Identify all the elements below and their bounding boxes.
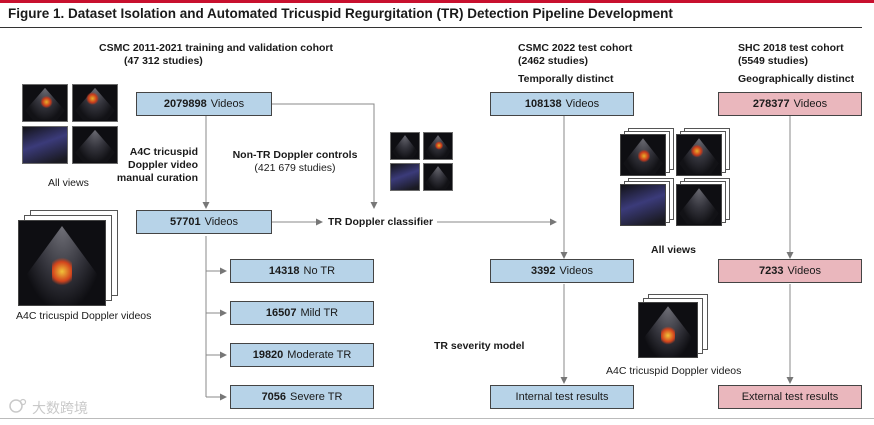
watermark-logo-icon: [8, 397, 28, 415]
test-a4c-label: A4C tricuspid Doppler videos: [606, 365, 742, 377]
external-cohort-note: Geographically distinct: [738, 73, 855, 85]
bottom-divider: [0, 418, 874, 419]
controls-label-1: Non-TR Doppler controls: [232, 149, 358, 161]
mild-tr-count: 16507: [265, 307, 297, 319]
internal-all-unit: Videos: [565, 98, 600, 110]
train-cohort-heading: CSMC 2011-2021 training and validation c…: [99, 42, 333, 54]
box-internal-tr-videos: 3392 Videos: [490, 259, 634, 283]
test-thumb-stack-3: [620, 178, 676, 226]
moderate-tr-label: Moderate TR: [287, 349, 352, 361]
all-train-videos-unit: Videos: [210, 98, 245, 110]
curation-label-2: Doppler video: [127, 159, 198, 171]
test-thumb-stack-1: [620, 128, 676, 176]
internal-all-count: 108138: [524, 98, 562, 110]
box-internal-results: Internal test results: [490, 385, 634, 409]
test-all-views-label: All views: [651, 244, 696, 256]
external-results-label: External test results: [741, 391, 839, 403]
top-accent-bar: [0, 0, 874, 3]
internal-tr-count: 3392: [531, 265, 556, 277]
mild-tr-label: Mild TR: [300, 307, 339, 319]
internal-tr-unit: Videos: [559, 265, 593, 277]
internal-cohort-note: Temporally distinct: [518, 73, 614, 85]
a4c-test-video-stack: [638, 294, 710, 360]
external-tr-count: 7233: [759, 265, 784, 277]
internal-cohort-heading: CSMC 2022 test cohort: [518, 42, 633, 54]
external-tr-unit: Videos: [787, 265, 821, 277]
echo-thumb-1: [22, 84, 68, 122]
classifier-thumb-2: [423, 132, 453, 160]
figure-title: Figure 1. Dataset Isolation and Automate…: [8, 6, 673, 21]
box-external-all-videos: 278377 Videos: [718, 92, 862, 116]
test-thumb-stack-2: [676, 128, 732, 176]
train-all-views-label: All views: [48, 177, 89, 189]
box-no-tr: 14318 No TR: [230, 259, 374, 283]
box-moderate-tr: 19820 Moderate TR: [230, 343, 374, 367]
box-external-tr-videos: 7233 Videos: [718, 259, 862, 283]
box-curated-videos: 57701 Videos: [136, 210, 272, 234]
box-external-results: External test results: [718, 385, 862, 409]
curation-label-1: A4C tricuspid: [129, 146, 198, 158]
severe-tr-label: Severe TR: [290, 391, 343, 403]
watermark-text: 大数跨境: [32, 400, 88, 416]
curated-videos-unit: Videos: [204, 216, 239, 228]
classifier-thumb-1: [390, 132, 420, 160]
echo-thumb-4: [72, 126, 118, 164]
internal-cohort-count: (2462 studies): [518, 55, 589, 67]
test-thumb-stack-4: [676, 178, 732, 226]
internal-results-label: Internal test results: [515, 391, 609, 403]
curation-label-3: manual curation: [116, 172, 198, 184]
external-all-unit: Videos: [793, 98, 828, 110]
box-all-train-videos: 2079898 Videos: [136, 92, 272, 116]
moderate-tr-count: 19820: [252, 349, 284, 361]
box-severe-tr: 7056 Severe TR: [230, 385, 374, 409]
train-cohort-count: (47 312 studies): [124, 55, 203, 67]
box-mild-tr: 16507 Mild TR: [230, 301, 374, 325]
controls-label-2: (421 679 studies): [254, 162, 336, 174]
classifier-label: TR Doppler classifier: [328, 216, 434, 228]
title-divider: [0, 27, 862, 28]
echo-thumb-2: [72, 84, 118, 122]
box-internal-all-videos: 108138 Videos: [490, 92, 634, 116]
severe-tr-count: 7056: [261, 391, 287, 403]
line-all-to-classifier: [272, 103, 378, 209]
no-tr-count: 14318: [268, 265, 300, 277]
external-cohort-heading: SHC 2018 test cohort: [738, 42, 844, 54]
classifier-thumb-3: [390, 163, 420, 191]
no-tr-label: No TR: [303, 265, 336, 277]
external-cohort-count: (5549 studies): [738, 55, 809, 67]
echo-thumb-3: [22, 126, 68, 164]
a4c-train-video-stack: [18, 210, 124, 308]
all-train-videos-count: 2079898: [163, 98, 207, 110]
curated-videos-count: 57701: [169, 216, 201, 228]
external-all-count: 278377: [752, 98, 790, 110]
train-a4c-label: A4C tricuspid Doppler videos: [16, 310, 152, 322]
classifier-thumb-4: [423, 163, 453, 191]
severity-model-label: TR severity model: [434, 340, 525, 352]
